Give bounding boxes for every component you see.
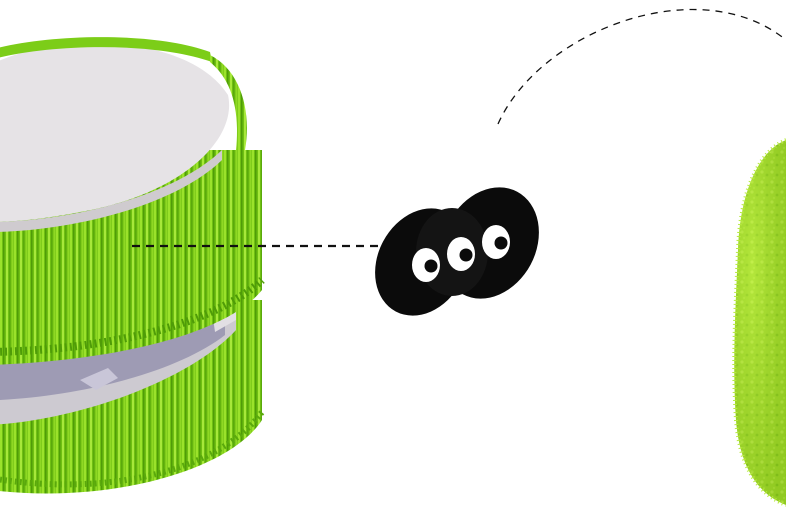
fuzzy-green-blob-icon xyxy=(732,138,786,507)
three-eyes-creature-icon xyxy=(375,187,539,316)
grass-drum-icon xyxy=(0,37,265,494)
dashed-arc xyxy=(497,8,786,125)
